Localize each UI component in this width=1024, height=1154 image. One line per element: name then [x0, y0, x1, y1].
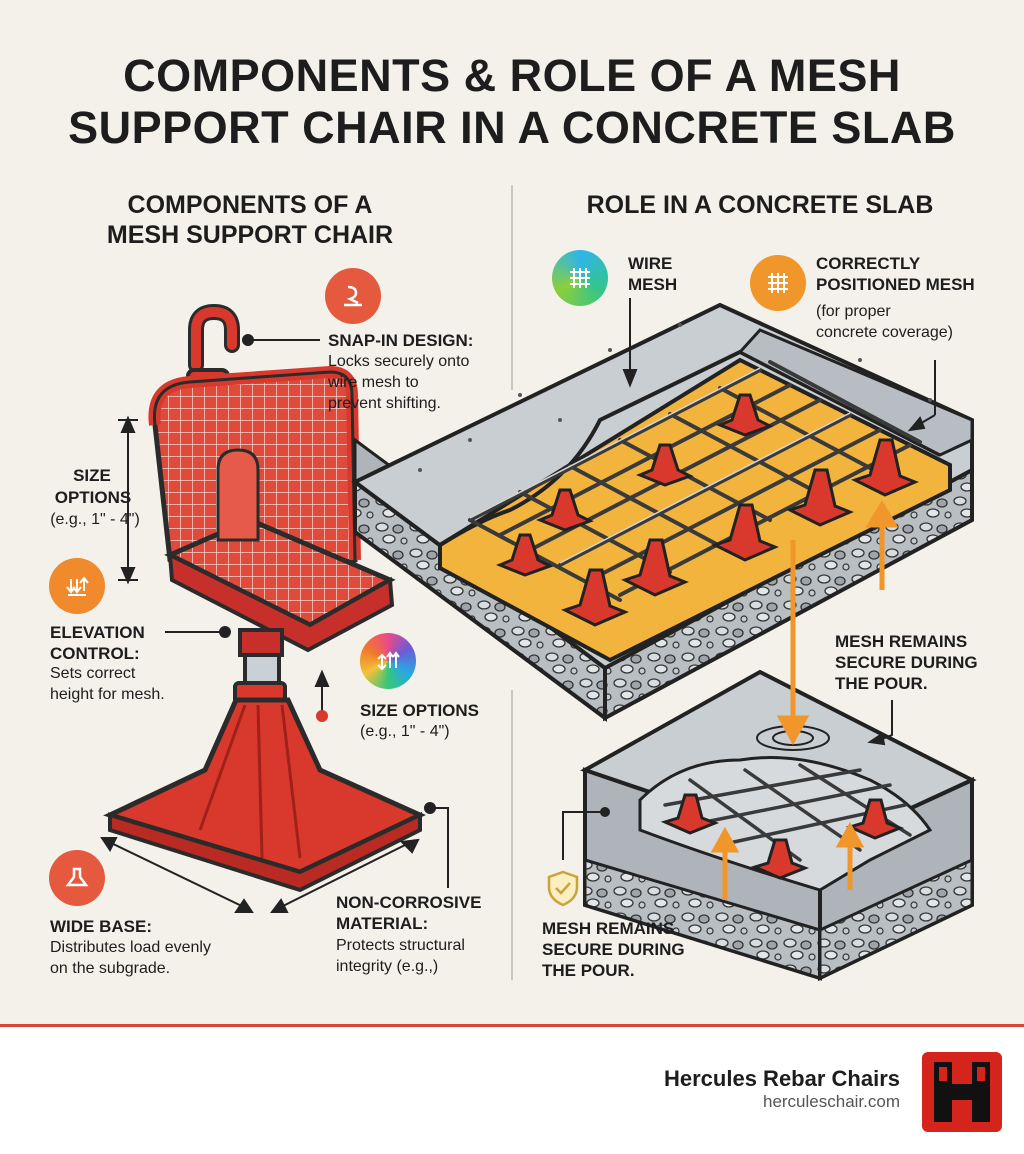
- positioned-mesh-title-2: POSITIONED MESH: [816, 275, 975, 294]
- brand-website[interactable]: herculeschair.com: [762, 1092, 900, 1111]
- wire-mesh-label-2: MESH: [628, 275, 678, 294]
- wire-mesh-label-1: WIRE: [628, 254, 673, 273]
- size-options-right-title: SIZE OPTIONS: [360, 701, 480, 720]
- page-title-line-1: COMPONENTS & ROLE OF A MESH: [123, 50, 901, 101]
- material-desc-2: integrity (e.g.,): [336, 958, 439, 975]
- wire-mesh-icon: [552, 250, 608, 306]
- secure-pour-b-2: SECURE DURING: [542, 940, 685, 959]
- snap-in-desc-1: Locks securely onto: [328, 353, 470, 370]
- size-options-icon: [360, 633, 416, 689]
- mesh-support-chair: [103, 303, 426, 893]
- elevation-desc-1: Sets correct: [50, 665, 136, 682]
- material-desc-1: Protects structural: [336, 937, 465, 954]
- secure-pour-a-2: SECURE DURING: [835, 653, 978, 672]
- page-title-line-2: SUPPORT CHAIR IN A CONCRETE SLAB: [68, 102, 956, 153]
- hercules-logo-icon: [922, 1052, 1002, 1132]
- slab-bottom: [580, 669, 977, 982]
- secure-pour-a-3: THE POUR.: [835, 674, 928, 693]
- footer: [0, 1027, 1024, 1154]
- material-title-1: NON-CORROSIVE: [336, 893, 482, 912]
- wide-base-icon: [49, 850, 105, 906]
- section-divider-top: [511, 185, 513, 390]
- left-heading-line-1: COMPONENTS OF A: [127, 191, 373, 219]
- elevation-title-2: CONTROL:: [50, 644, 140, 663]
- left-heading-line-2: MESH SUPPORT CHAIR: [106, 221, 394, 249]
- size-options-right-desc: (e.g., 1" - 4"): [360, 723, 450, 740]
- size-options-left-1: SIZE: [73, 466, 111, 485]
- secure-pour-a-1: MESH REMAINS: [835, 632, 968, 651]
- secure-pour-b-3: THE POUR.: [542, 961, 635, 980]
- elevation-desc-2: height for mesh.: [50, 686, 165, 703]
- footer-divider: [0, 1024, 1024, 1027]
- snap-in-title: SNAP-IN DESIGN:: [328, 331, 474, 350]
- snap-in-desc-2: wire mesh to: [328, 374, 419, 391]
- illustration: [100, 298, 977, 982]
- snap-in-icon: [325, 268, 381, 324]
- right-heading: ROLE IN A CONCRETE SLAB: [586, 191, 934, 219]
- positioned-mesh-desc-2: concrete coverage): [816, 324, 953, 341]
- size-options-left-3: (e.g., 1" - 4"): [50, 511, 140, 528]
- wide-base-desc-2: on the subgrade.: [50, 960, 171, 977]
- size-options-left-2: OPTIONS: [54, 488, 132, 507]
- snap-in-desc-3: prevent shifting.: [328, 395, 441, 412]
- positioned-mesh-desc-1: (for proper: [816, 303, 891, 320]
- section-divider-bottom: [511, 690, 513, 980]
- elevation-title-1: ELEVATION: [50, 623, 145, 642]
- brand-name: Hercules Rebar Chairs: [664, 1066, 900, 1091]
- grid-icon: [750, 255, 806, 311]
- wide-base-desc-1: Distributes load evenly: [50, 939, 211, 956]
- secure-pour-b-1: MESH REMAINS: [542, 919, 675, 938]
- material-title-2: MATERIAL:: [336, 914, 429, 933]
- shield-check-icon: [543, 868, 583, 908]
- wide-base-title: WIDE BASE:: [50, 917, 152, 936]
- positioned-mesh-title-1: CORRECTLY: [816, 254, 921, 273]
- elevation-icon: [49, 558, 105, 614]
